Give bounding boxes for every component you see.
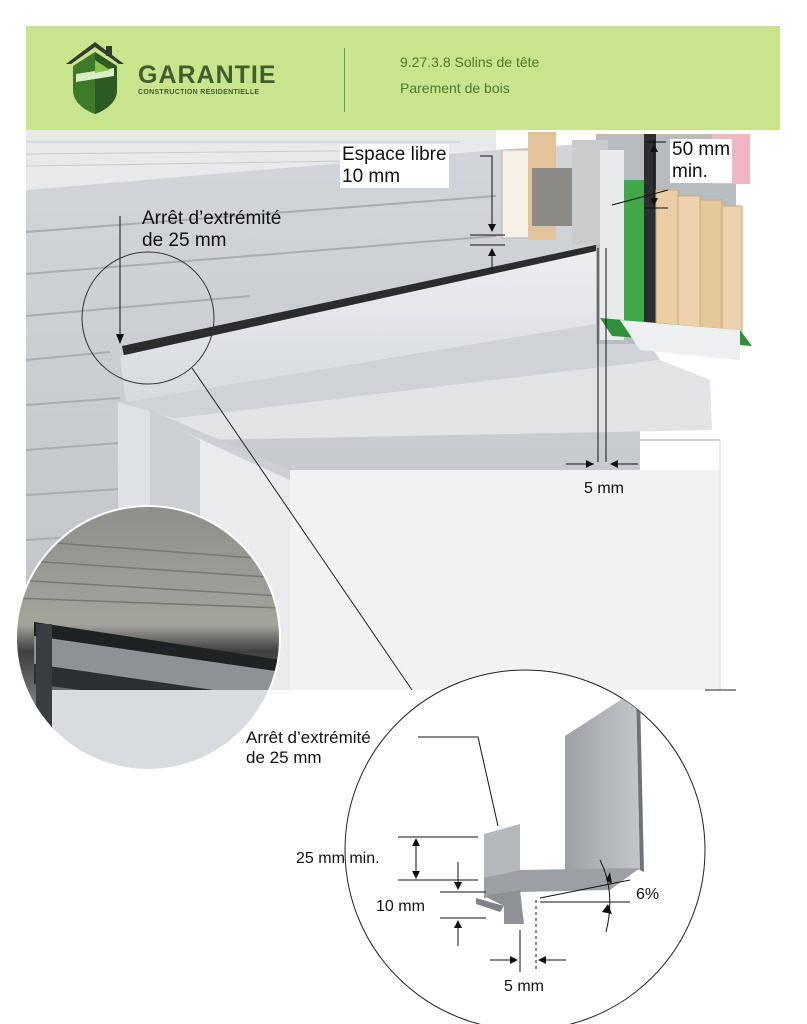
- window-glass: [290, 470, 720, 690]
- mesh-vent: [532, 168, 572, 226]
- detail-circle: [344, 669, 706, 1024]
- brand-subtitle: CONSTRUCTION RÉSIDENTIELLE: [138, 89, 260, 96]
- label-espace-libre-line1: Espace libre: [342, 144, 447, 165]
- photo-inset: [16, 506, 280, 770]
- label-end-stop-detail-line2: de 25 mm: [246, 747, 322, 767]
- label-50mm-min: 50 mm min.: [670, 139, 733, 183]
- zoom-callout-circle: [81, 251, 215, 385]
- wrb-membrane: [624, 180, 644, 330]
- flashing-detail: [476, 690, 644, 924]
- label-gap-5mm-detail: 5 mm: [504, 978, 544, 995]
- label-50mm-min-line1: 50 mm: [672, 139, 731, 160]
- label-gap-5mm-top: 5 mm: [584, 480, 624, 497]
- wood-siding-board: [501, 149, 531, 239]
- brand-name: GARANTIE: [138, 61, 277, 89]
- label-dim-10mm: 10 mm: [376, 898, 425, 915]
- header-divider: [344, 48, 345, 112]
- label-espace-libre: Espace libre 10 mm: [340, 144, 449, 188]
- label-end-stop-top: Arrêt d’extrémité de 25 mm: [142, 208, 281, 252]
- label-dim-25mm-min: 25 mm min.: [296, 850, 380, 867]
- label-end-stop-detail-line1: Arrêt d’extrémité: [246, 728, 371, 747]
- label-end-stop-detail: Arrêt d’extrémité de 25 mm: [246, 728, 371, 767]
- label-espace-libre-line2: 10 mm: [342, 165, 401, 187]
- section-code: 9.27.3.8 Solins de tête: [400, 54, 540, 70]
- section-title: Parement de bois: [400, 80, 510, 96]
- label-end-stop-top-line2: de 25 mm: [142, 229, 227, 251]
- end-stop-flange: [484, 824, 520, 880]
- label-slope-6pct: 6%: [636, 886, 660, 903]
- label-end-stop-top-line1: Arrêt d’extrémité: [142, 208, 282, 229]
- header-banner: GARANTIE CONSTRUCTION RÉSIDENTIELLE 9.27…: [26, 26, 780, 130]
- head-flashing-top: [122, 244, 612, 356]
- house-shield-logo-icon: [66, 42, 124, 114]
- label-50mm-min-line2: min.: [672, 160, 708, 182]
- stud-wood: [655, 189, 743, 337]
- head-casing-top: [120, 248, 620, 402]
